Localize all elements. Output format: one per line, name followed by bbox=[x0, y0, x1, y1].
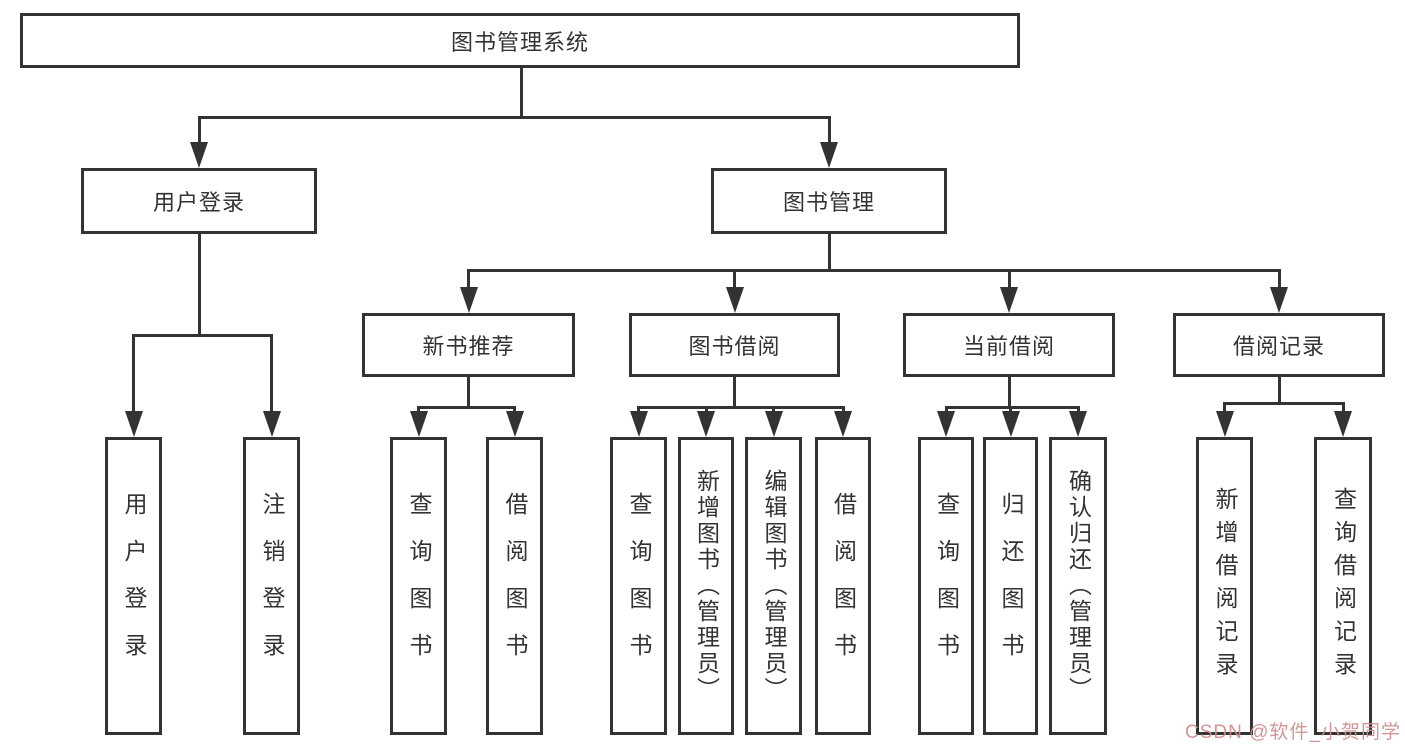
node-label: 图书管理 bbox=[782, 190, 875, 215]
connector-line bbox=[944, 407, 948, 413]
arrow-down-icon bbox=[1069, 411, 1087, 437]
node-leaf-add-borrow-record: 新增借阅记录 bbox=[1196, 437, 1253, 735]
arrow-down-icon bbox=[834, 411, 852, 437]
node-leaf-return-books: 归还图书 bbox=[983, 437, 1038, 735]
node-leaf-borrow-books-1: 借阅图书 bbox=[486, 437, 543, 735]
arrow-down-icon bbox=[697, 411, 715, 437]
connector-line bbox=[1223, 401, 1345, 405]
node-label: 查询借阅记录 bbox=[1330, 487, 1357, 685]
connector-line bbox=[1277, 377, 1281, 405]
connector-line bbox=[733, 377, 736, 409]
node-leaf-user-login: 用户登录 bbox=[105, 437, 162, 735]
node-label: 确认归还（管理员） bbox=[1065, 469, 1092, 703]
node-label: 图书借阅 bbox=[688, 334, 781, 359]
connector-line bbox=[467, 377, 470, 409]
connector-line bbox=[1007, 270, 1011, 289]
node-label: 借阅图书 bbox=[830, 492, 857, 680]
connector-line bbox=[132, 333, 273, 337]
connector-line bbox=[467, 270, 470, 289]
arrow-down-icon bbox=[505, 411, 524, 437]
node-book-borrowing: 图书借阅 bbox=[629, 313, 840, 377]
node-label: 查询图书 bbox=[406, 492, 432, 680]
node-label: 归还图书 bbox=[998, 492, 1024, 680]
arrow-down-icon bbox=[1000, 287, 1018, 313]
connector-line bbox=[1009, 407, 1012, 413]
connector-line bbox=[197, 234, 201, 337]
connector-line bbox=[637, 405, 845, 409]
arrow-down-icon bbox=[725, 287, 744, 313]
node-label: 新增借阅记录 bbox=[1212, 487, 1238, 685]
node-book-management: 图书管理 bbox=[711, 168, 947, 234]
arrow-down-icon bbox=[124, 411, 143, 437]
connector-line bbox=[1076, 407, 1080, 413]
node-label: 新书推荐 bbox=[422, 334, 515, 359]
node-leaf-borrow-books-2: 借阅图书 bbox=[815, 437, 871, 735]
node-borrowing-records: 借阅记录 bbox=[1173, 313, 1385, 377]
connector-line bbox=[1277, 270, 1281, 289]
node-leaf-query-books-1: 查询图书 bbox=[390, 437, 447, 735]
node-leaf-confirm-return: 确认归还（管理员） bbox=[1049, 437, 1107, 735]
arrow-down-icon bbox=[820, 142, 838, 168]
connector-line bbox=[519, 68, 523, 119]
arrow-down-icon bbox=[1215, 411, 1234, 437]
csdn-watermark: CSDN @软件_小贺同学 bbox=[1185, 722, 1401, 743]
node-user-login: 用户登录 bbox=[81, 168, 317, 234]
connector-line bbox=[417, 407, 420, 413]
connector-line bbox=[417, 405, 516, 409]
node-label: 用户登录 bbox=[121, 492, 147, 680]
node-leaf-add-books: 新增图书（管理员） bbox=[678, 437, 734, 735]
connector-line bbox=[841, 407, 845, 413]
arrow-down-icon bbox=[629, 411, 648, 437]
connector-line bbox=[197, 117, 201, 144]
node-leaf-query-borrow-record: 查询借阅记录 bbox=[1314, 437, 1372, 735]
connector-line bbox=[467, 268, 1281, 272]
node-label: 借阅记录 bbox=[1232, 334, 1325, 359]
arrow-down-icon bbox=[764, 411, 783, 437]
arrow-down-icon bbox=[1001, 411, 1020, 437]
node-leaf-query-books-2: 查询图书 bbox=[610, 437, 667, 735]
node-label: 注销登录 bbox=[259, 492, 285, 680]
connector-line bbox=[637, 407, 640, 413]
node-label: 查询图书 bbox=[933, 492, 960, 680]
node-current-borrowing: 当前借阅 bbox=[903, 313, 1115, 377]
connector-line bbox=[132, 335, 135, 413]
connector-line bbox=[704, 407, 708, 413]
arrow-down-icon bbox=[190, 142, 208, 168]
node-leaf-query-books-3: 查询图书 bbox=[918, 437, 974, 735]
node-new-book-recommend: 新书推荐 bbox=[362, 313, 575, 377]
connector-line bbox=[513, 407, 516, 413]
connector-line bbox=[1341, 403, 1345, 413]
arrow-down-icon bbox=[1270, 287, 1288, 313]
arrow-down-icon bbox=[937, 411, 955, 437]
connector-line bbox=[733, 270, 736, 289]
node-leaf-edit-books: 编辑图书（管理员） bbox=[745, 437, 802, 735]
node-label: 借阅图书 bbox=[502, 492, 528, 680]
connector-line bbox=[1223, 403, 1226, 413]
node-label: 图书管理系统 bbox=[450, 29, 589, 55]
arrow-down-icon bbox=[409, 411, 428, 437]
arrow-down-icon bbox=[459, 287, 478, 313]
arrow-down-icon bbox=[1334, 411, 1352, 437]
connector-line bbox=[1007, 377, 1011, 409]
node-label: 查询图书 bbox=[626, 492, 652, 680]
node-label: 编辑图书（管理员） bbox=[761, 469, 787, 703]
node-label: 用户登录 bbox=[152, 190, 245, 215]
connector-line bbox=[944, 405, 1080, 409]
connector-line bbox=[772, 407, 775, 413]
connector-line bbox=[270, 335, 273, 413]
connector-line bbox=[827, 117, 831, 144]
connector-line bbox=[827, 234, 831, 272]
arrow-down-icon bbox=[262, 411, 281, 437]
connector-line bbox=[197, 115, 831, 119]
node-leaf-logout: 注销登录 bbox=[243, 437, 300, 735]
node-label: 新增图书（管理员） bbox=[693, 469, 720, 703]
node-root: 图书管理系统 bbox=[20, 13, 1020, 68]
node-label: 当前借阅 bbox=[962, 334, 1055, 359]
